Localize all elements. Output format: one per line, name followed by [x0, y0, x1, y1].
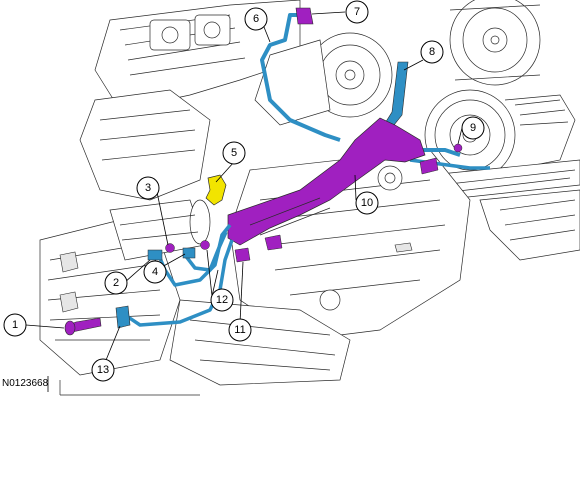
right-fitting	[419, 157, 439, 175]
callouts: 1 2 3 4 5 6 7 8	[3, 0, 485, 382]
callout-11: 11	[228, 318, 252, 342]
callout-9: 9	[461, 116, 485, 140]
callout-7: 7	[345, 0, 369, 24]
svg-text:3: 3	[145, 182, 151, 194]
bolt-9	[453, 143, 463, 153]
bolt-1-head	[64, 320, 76, 336]
svg-text:5: 5	[231, 147, 237, 159]
svg-text:2: 2	[113, 277, 119, 289]
svg-text:4: 4	[152, 266, 158, 278]
callout-4: 4	[143, 260, 167, 284]
svg-text:6: 6	[253, 13, 259, 25]
callout-12: 12	[210, 288, 234, 312]
engine-line-art	[39, 0, 580, 396]
bolt-12	[200, 240, 210, 250]
bolt-3	[165, 243, 175, 253]
callout-3: 3	[136, 176, 160, 200]
callout-2: 2	[104, 271, 128, 295]
oil-cooler-manifold	[227, 117, 426, 246]
callout-6: 6	[244, 7, 268, 31]
svg-text:1: 1	[12, 319, 18, 331]
svg-text:11: 11	[234, 324, 245, 336]
engine-diagram: 1 2 3 4 5 6 7 8	[3, 0, 580, 396]
callout-10: 10	[355, 191, 379, 215]
upper-oil-cooler-tube	[260, 13, 341, 142]
callout-1: 1	[3, 313, 27, 337]
lower-tube-b	[183, 231, 228, 272]
svg-text:8: 8	[429, 46, 435, 58]
svg-text:12: 12	[216, 294, 228, 306]
fitting-4	[182, 247, 196, 259]
callout-5: 5	[222, 141, 246, 165]
small-bracket-13	[115, 305, 131, 329]
highlighted-parts	[64, 7, 490, 336]
fitting-upper-manifold	[264, 234, 283, 251]
figure-id: N0123668	[2, 378, 49, 389]
svg-text:10: 10	[361, 197, 373, 209]
upper-tube-fitting	[295, 7, 314, 25]
callout-13: 13	[91, 358, 115, 382]
svg-text:7: 7	[354, 6, 360, 18]
bolt-11	[234, 247, 251, 263]
yellow-bracket	[205, 174, 227, 206]
callout-8: 8	[420, 40, 444, 64]
lower-tube-c	[124, 239, 234, 327]
fitting-2	[147, 249, 163, 261]
svg-text:13: 13	[97, 364, 109, 376]
svg-text:9: 9	[470, 122, 476, 134]
